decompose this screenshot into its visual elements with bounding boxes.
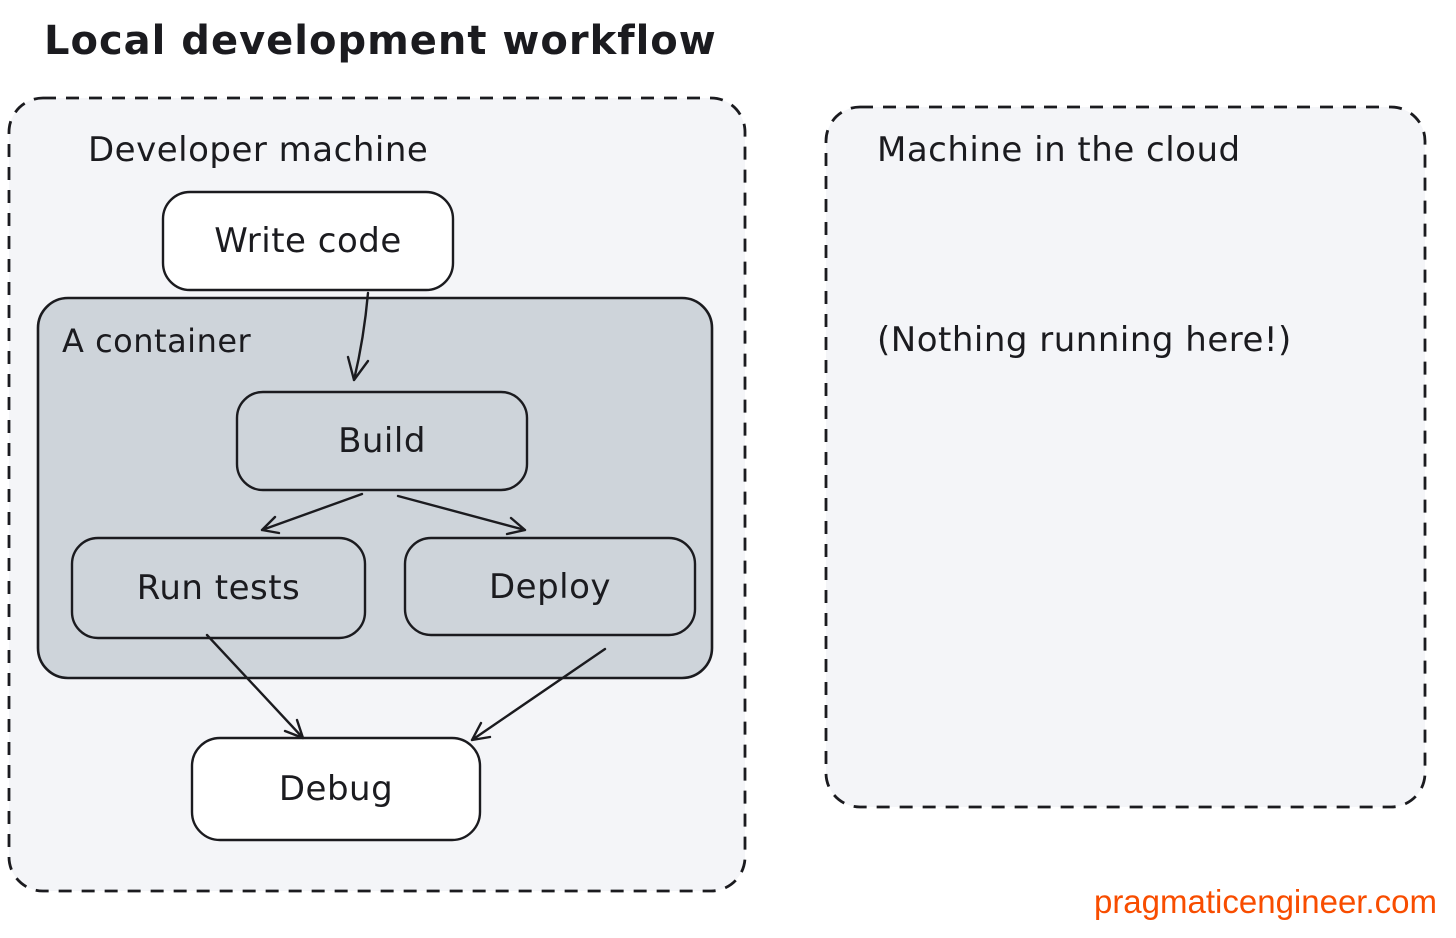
arrow-build-to-deploy — [396, 494, 527, 536]
write-code-label: Write code — [214, 221, 402, 261]
build-label: Build — [338, 421, 426, 461]
cloud-machine-panel — [824, 105, 1427, 809]
debug-label: Debug — [278, 769, 394, 809]
arrow-run-tests-to-debug — [205, 633, 305, 740]
arrow-deploy-to-debug — [470, 647, 607, 742]
deploy-node — [403, 536, 697, 637]
diagram-title: Local development workflow — [44, 18, 717, 64]
write-code-node — [161, 190, 455, 292]
container-label: A container — [62, 322, 252, 360]
arrow-build-to-run-tests — [260, 492, 364, 535]
build-node — [235, 390, 529, 492]
debug-node — [190, 736, 482, 842]
deploy-label: Deploy — [488, 566, 612, 607]
run-tests-node — [70, 536, 367, 640]
cloud-machine-note: (Nothing running here!) — [877, 320, 1292, 360]
developer-machine-label: Developer machine — [88, 130, 429, 170]
run-tests-label: Run tests — [136, 568, 301, 608]
arrow-write-code-to-build — [346, 291, 370, 382]
watermark-link[interactable]: pragmaticengineer.com — [1093, 883, 1437, 920]
cloud-machine-label: Machine in the cloud — [877, 130, 1241, 170]
